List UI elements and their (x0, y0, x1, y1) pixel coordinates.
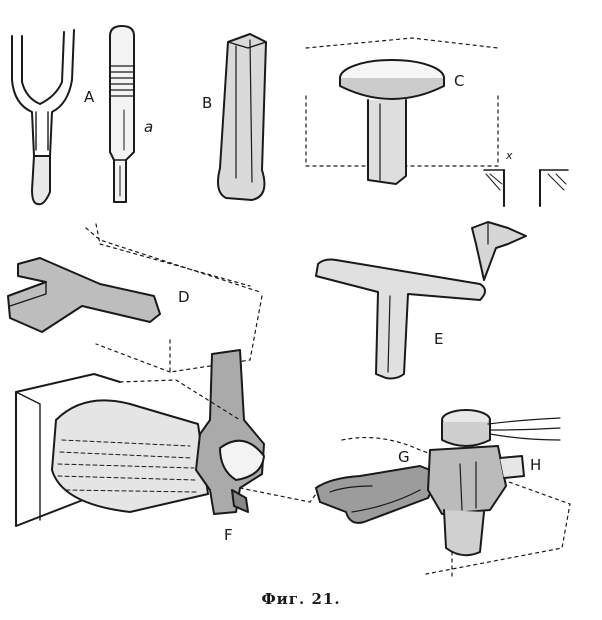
tool-c-stake (305, 37, 499, 185)
tool-a-fork (11, 29, 75, 206)
label-g: G (398, 448, 410, 466)
label-x: x (506, 149, 513, 162)
label-a-lower: a (144, 118, 154, 136)
tool-d-t-rest (7, 223, 263, 373)
figure-caption: Фиг. 21. (261, 590, 341, 608)
label-c: C (454, 72, 465, 90)
tool-e-t-rest (315, 221, 527, 380)
tool-f-rest-block (15, 349, 323, 527)
tool-b-chisel (217, 33, 267, 201)
section-detail-x (483, 169, 569, 207)
label-b: B (202, 94, 213, 112)
label-a-upper: A (84, 88, 95, 106)
label-f: F (224, 526, 233, 544)
label-d: D (178, 288, 190, 306)
label-h: H (530, 456, 542, 474)
label-e: E (434, 330, 444, 348)
tool-g-h-clamp (315, 409, 571, 581)
tool-a-rod (109, 25, 135, 203)
